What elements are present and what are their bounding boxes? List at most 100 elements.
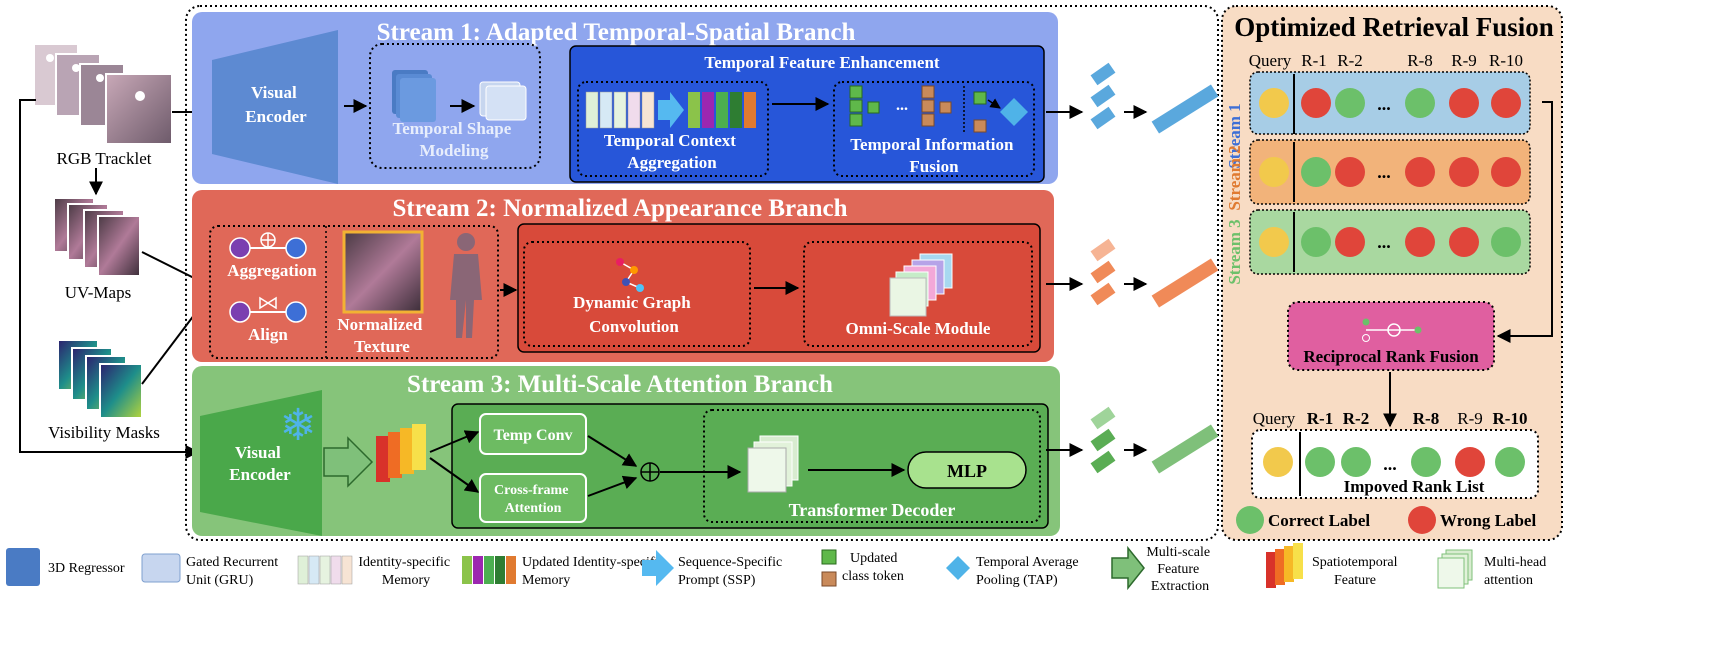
cross-frame-line2: Attention xyxy=(505,501,562,516)
legend-multiscale-icon xyxy=(1111,545,1145,591)
dgc-line1: Dynamic Graph xyxy=(573,293,691,312)
legend-class-token-line2: class token xyxy=(842,569,904,584)
multi-scale-arrow-icon xyxy=(323,436,374,488)
cross-frame-box[interactable] xyxy=(479,473,587,523)
final-rank-circle-correct xyxy=(1411,447,1441,477)
temporal-shape-line2: Modeling xyxy=(420,141,489,160)
final-r8-header: R-8 xyxy=(1413,409,1439,428)
omni-box xyxy=(803,241,1033,347)
add-operator-icon xyxy=(640,462,660,482)
aggregation-label: Aggregation xyxy=(227,261,317,280)
normalized-texture-line1: Normalized xyxy=(337,315,423,334)
stream2-embedding-icon xyxy=(1151,258,1219,308)
dynamic-graph-icon xyxy=(616,258,644,292)
rank-circle-wrong xyxy=(1301,88,1331,118)
legend-spatiotemporal-label: Spatiotemporal Feature xyxy=(1312,555,1401,588)
rank-circle-wrong xyxy=(1449,88,1479,118)
final-r9-header: R-9 xyxy=(1457,409,1483,428)
legend-updated-memory-line2: Memory xyxy=(522,573,570,588)
tfe-title: Temporal Feature Enhancement xyxy=(704,53,939,72)
legend-identity-memory-icon xyxy=(297,555,353,585)
legend-multihead-label: Multi-head attention xyxy=(1484,555,1550,588)
fusion-input-arrow xyxy=(1496,101,1553,343)
legend-ssp-line1: Sequence-Specific xyxy=(678,555,782,570)
rank-circle-wrong xyxy=(1335,157,1365,187)
fusion-r2-header: R-2 xyxy=(1337,51,1363,70)
tap-icon xyxy=(1000,98,1028,126)
stream1-rank-row xyxy=(1249,71,1531,135)
correct-label: Correct Label xyxy=(1268,511,1370,530)
tca-label: Temporal Context Aggregation xyxy=(604,131,740,172)
mlp-box[interactable] xyxy=(907,451,1027,489)
wrong-label: Wrong Label xyxy=(1440,511,1536,530)
tif-line1: Temporal Information xyxy=(850,135,1014,154)
cross-frame-line1: Cross-frame xyxy=(494,483,568,498)
final-query-header: Query xyxy=(1253,409,1296,428)
fusion-r9-header: R-9 xyxy=(1451,51,1477,70)
legend-multihead-icon xyxy=(1437,549,1473,589)
legend-tap-icon xyxy=(946,556,970,580)
align-graph-icon xyxy=(229,296,307,323)
3d-regressor-icon xyxy=(392,70,436,122)
dgc-box xyxy=(523,241,751,347)
legend-multiscale-line2: Feature xyxy=(1157,562,1199,577)
tca-box xyxy=(577,81,769,177)
fusion-r1-header: R-1 xyxy=(1301,51,1327,70)
legend-multiscale-label: Multi-scale Feature Extraction xyxy=(1146,545,1213,594)
transformer-decoder-box xyxy=(703,409,1041,523)
rank-circle-wrong xyxy=(1405,227,1435,257)
legend-gru-label: Gated Recurrent Unit (GRU) xyxy=(186,555,282,588)
rank-circle-query xyxy=(1259,157,1289,187)
temporal-shape-label: Temporal Shape Modeling xyxy=(392,119,515,160)
temporal-shape-line1: Temporal Shape xyxy=(392,119,511,138)
legend-class-token-label: Updated class token xyxy=(842,551,904,584)
rank-circle-wrong xyxy=(1335,227,1365,257)
uv-maps-images xyxy=(53,197,141,277)
final-rank-circle-correct xyxy=(1495,447,1525,477)
stream1-vertical-label: Stream 1 xyxy=(1225,103,1244,168)
rank-circle-correct xyxy=(1301,227,1331,257)
transformer-decoder-label: Transformer Decoder xyxy=(789,500,956,520)
mlp-label: MLP xyxy=(947,461,987,481)
rank-circle-wrong xyxy=(1491,88,1521,118)
dgc-label: Dynamic Graph Convolution xyxy=(573,293,695,336)
align-aggregation-box xyxy=(209,225,499,359)
final-r10-header: R-10 xyxy=(1493,409,1528,428)
tif-label: Temporal Information Fusion xyxy=(850,135,1018,176)
uv-maps-label: UV-Maps xyxy=(65,283,131,302)
legend-multiscale-line1: Multi-scale xyxy=(1146,545,1210,560)
stream1-visual-encoder xyxy=(212,30,338,184)
correct-legend-dot xyxy=(1236,506,1264,534)
legend-class-token-green-icon xyxy=(821,549,837,565)
3d-human-model-icon xyxy=(450,233,482,338)
rank-circle-query xyxy=(1259,227,1289,257)
normalized-texture-image xyxy=(342,230,424,314)
visibility-masks-label: Visibility Masks xyxy=(48,423,160,442)
normalized-texture-line2: Texture xyxy=(354,337,410,356)
rank-circle-query xyxy=(1259,88,1289,118)
legend-updated-memory-line1: Updated Identity-specific xyxy=(522,555,665,570)
aggregation-graph-icon xyxy=(229,232,307,259)
tif-line2: Fusion xyxy=(909,157,959,176)
rgb-tracklet-label: RGB Tracklet xyxy=(57,149,152,168)
improved-rank-box xyxy=(1251,429,1539,499)
fusion-r8-header: R-8 xyxy=(1407,51,1433,70)
normalized-texture-label: Normalized Texture xyxy=(337,315,426,356)
row1-ellipsis: ... xyxy=(1377,94,1391,114)
row2-ellipsis: ... xyxy=(1377,162,1391,182)
legend-multiscale-line3: Extraction xyxy=(1151,579,1209,594)
rank-circle-correct xyxy=(1491,227,1521,257)
legend-multihead-line2: attention xyxy=(1484,573,1533,588)
fusion-title: Optimized Retrieval Fusion xyxy=(1234,12,1553,42)
legend-spatiotemporal-line1: Spatiotemporal xyxy=(1312,555,1398,570)
final-r2-header: R-2 xyxy=(1343,409,1369,428)
multi-head-attention-icon xyxy=(747,435,799,493)
rgb-tracklet-images xyxy=(33,43,173,145)
final-rank-circle-correct xyxy=(1341,447,1371,477)
temp-conv-box[interactable] xyxy=(479,413,587,455)
rank-circles xyxy=(1259,88,1521,257)
main-frame xyxy=(185,5,1219,541)
stream1-visual-encoder-line2: Encoder xyxy=(245,107,307,126)
rrf-fusion-icon xyxy=(1362,318,1422,342)
